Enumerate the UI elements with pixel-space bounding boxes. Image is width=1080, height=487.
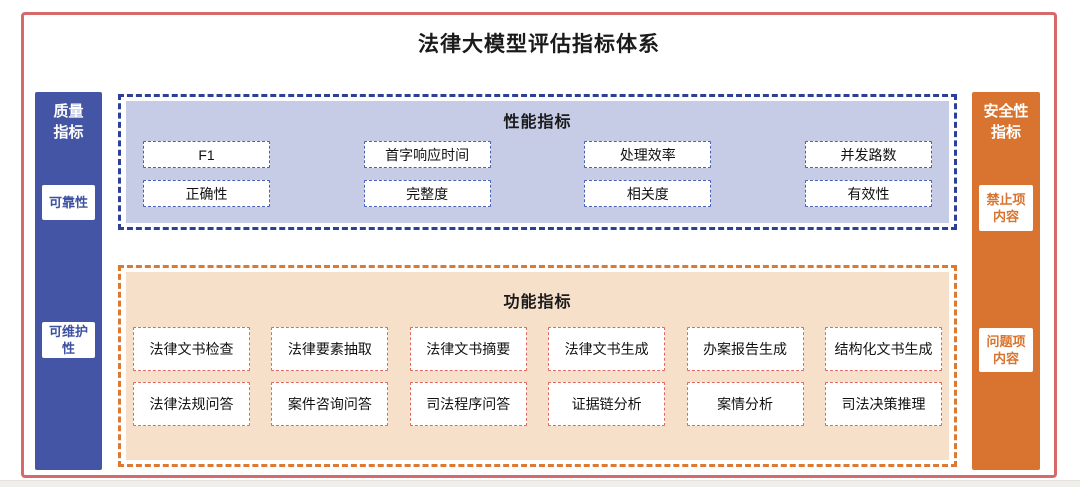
metric-box-doc-generation: 法律文书生成 xyxy=(548,327,666,371)
quality-item-maintainability: 可维护 性 xyxy=(42,322,95,358)
metric-box-relevance: 相关度 xyxy=(584,180,712,207)
metric-box-first-token-latency: 首字响应时间 xyxy=(363,141,491,168)
functional-row-1: 法律文书检查 法律要素抽取 法律文书摘要 法律文书生成 办案报告生成 结构化文书… xyxy=(126,327,949,371)
metric-box-law-qa: 法律法规问答 xyxy=(133,382,250,426)
metric-box-evidence-chain-analysis: 证据链分析 xyxy=(548,382,666,426)
quality-metrics-header: 质量 指标 xyxy=(53,103,84,141)
metric-box-correctness: 正确性 xyxy=(143,180,270,207)
metric-box-judicial-decision-reasoning: 司法决策推理 xyxy=(824,382,942,426)
metric-box-doc-check: 法律文书检查 xyxy=(133,327,250,371)
metric-box-judicial-procedure-qa: 司法程序问答 xyxy=(409,382,527,426)
metric-box-completeness: 完整度 xyxy=(363,180,491,207)
diagram-frame: 法律大模型评估指标体系 质量 指标 可靠性 可维护 性 安全性 指标 禁止项 内… xyxy=(21,12,1057,478)
quality-metrics-bar: 质量 指标 可靠性 可维护 性 xyxy=(35,92,102,470)
security-item-problematic-content: 问题项 内容 xyxy=(979,328,1033,372)
performance-metrics-panel: 性能指标 F1 首字响应时间 处理效率 并发路数 正确性 完整度 相关度 有效性 xyxy=(126,101,949,223)
metric-box-f1: F1 xyxy=(143,141,270,168)
functional-metrics-section: 功能指标 法律文书检查 法律要素抽取 法律文书摘要 法律文书生成 办案报告生成 … xyxy=(118,265,957,467)
performance-row-2: 正确性 完整度 相关度 有效性 xyxy=(126,180,949,207)
metric-box-case-report-generation: 办案报告生成 xyxy=(686,327,804,371)
performance-row-1: F1 首字响应时间 处理效率 并发路数 xyxy=(126,141,949,168)
security-item-prohibited-content: 禁止项 内容 xyxy=(979,185,1033,231)
bottom-edge-strip xyxy=(0,480,1080,487)
metric-box-doc-summary: 法律文书摘要 xyxy=(409,327,527,371)
metric-box-effectiveness: 有效性 xyxy=(804,180,932,207)
security-metrics-bar: 安全性 指标 禁止项 内容 问题项 内容 xyxy=(972,92,1040,470)
functional-row-2: 法律法规问答 案件咨询问答 司法程序问答 证据链分析 案情分析 司法决策推理 xyxy=(126,382,949,426)
metric-box-element-extraction: 法律要素抽取 xyxy=(271,327,389,371)
metric-box-case-consult-qa: 案件咨询问答 xyxy=(271,382,389,426)
metric-box-concurrency: 并发路数 xyxy=(804,141,932,168)
performance-metrics-section: 性能指标 F1 首字响应时间 处理效率 并发路数 正确性 完整度 相关度 有效性 xyxy=(118,94,957,230)
functional-metrics-title: 功能指标 xyxy=(503,294,572,311)
metric-box-processing-efficiency: 处理效率 xyxy=(584,141,712,168)
performance-metrics-title: 性能指标 xyxy=(503,114,572,131)
page-title: 法律大模型评估指标体系 xyxy=(418,33,660,56)
metric-box-structured-doc-generation: 结构化文书生成 xyxy=(824,327,942,371)
security-metrics-header: 安全性 指标 xyxy=(983,103,1029,141)
quality-item-reliability: 可靠性 xyxy=(42,185,95,220)
functional-metrics-panel: 功能指标 法律文书检查 法律要素抽取 法律文书摘要 法律文书生成 办案报告生成 … xyxy=(126,272,949,460)
metric-box-case-analysis: 案情分析 xyxy=(686,382,804,426)
